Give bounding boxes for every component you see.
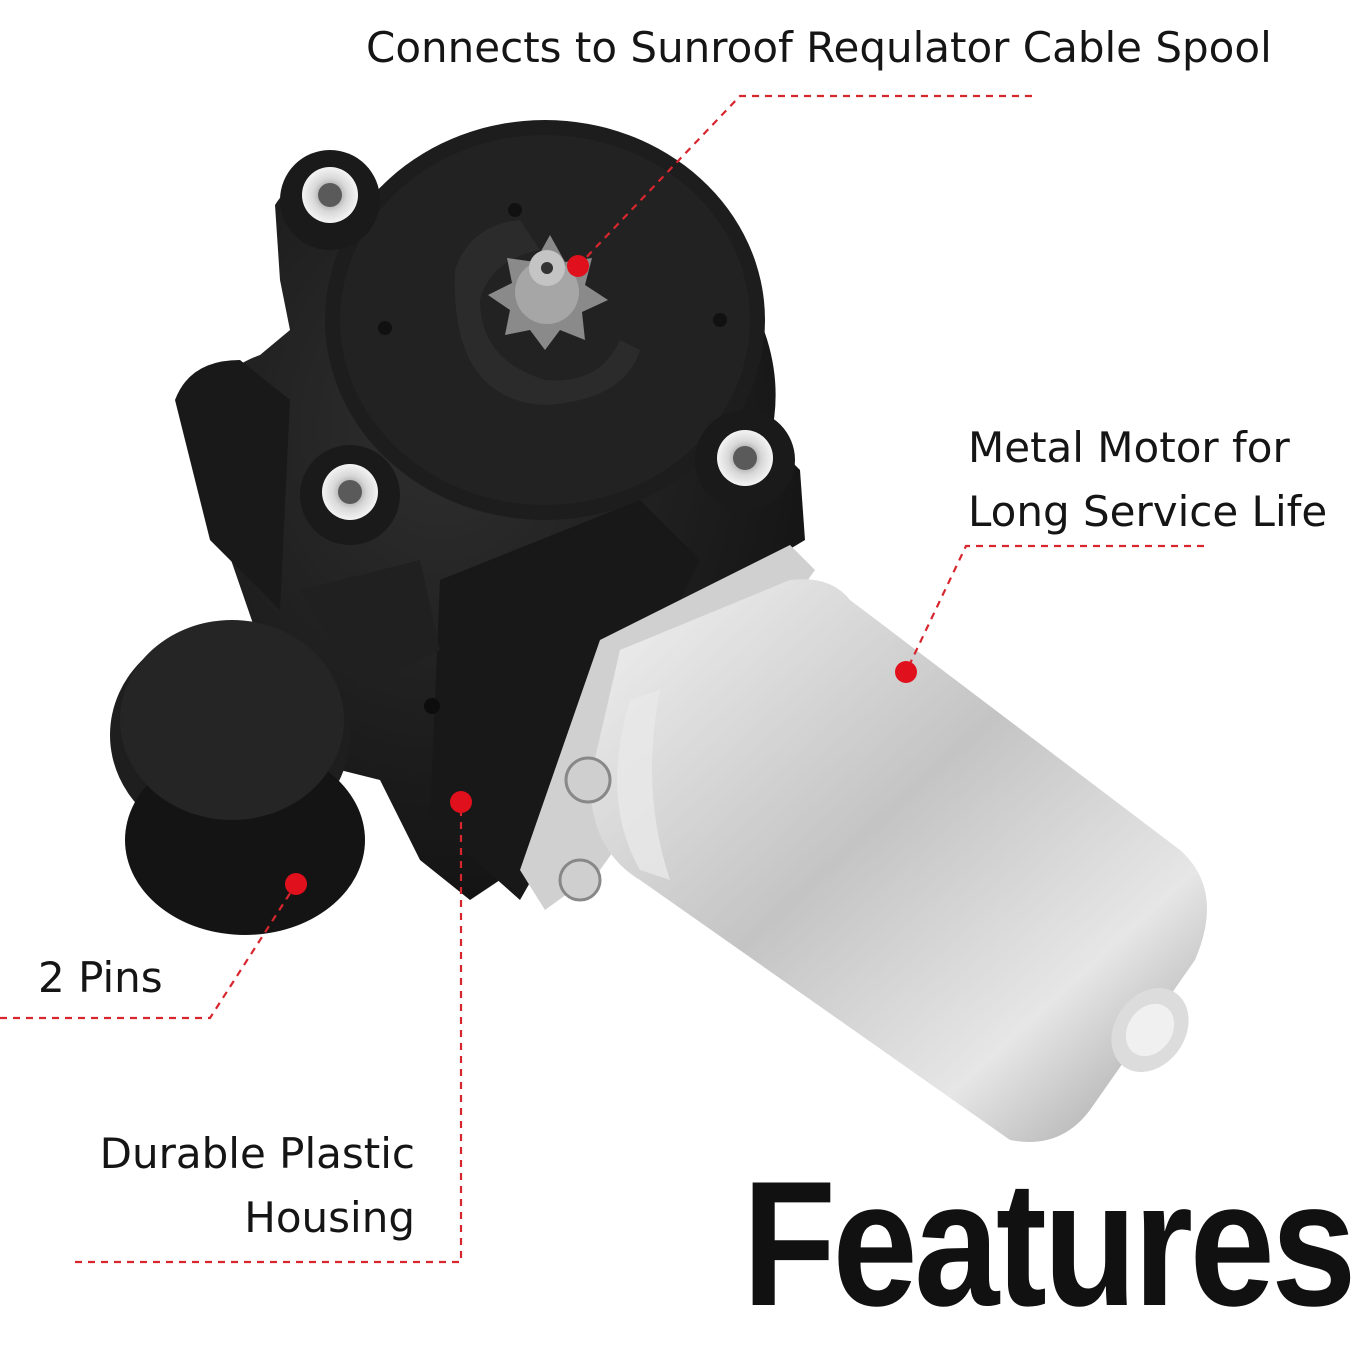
motor-callout-line2: Long Service Life (968, 487, 1328, 536)
spool-callout: Connects to Sunroof Requlator Cable Spoo… (366, 23, 1272, 72)
motor-marker (895, 661, 917, 683)
housing-leader-line (75, 802, 463, 1264)
callout-markers (285, 255, 917, 895)
pins-marker (285, 873, 307, 895)
spool-marker (567, 255, 589, 277)
mounting-bushings (280, 150, 795, 545)
features-heading: Features (742, 1144, 1356, 1343)
housing-marker (450, 791, 472, 813)
pins-callout: 2 Pins (38, 953, 163, 1002)
motor-leader-line (905, 544, 1204, 673)
leader-lines (0, 94, 1204, 1264)
housing-callout-line2: Housing (244, 1193, 415, 1242)
pins-leader-line (0, 883, 297, 1020)
housing-callout-line1: Durable Plastic (99, 1129, 415, 1178)
plastic-housing (110, 120, 805, 935)
metal-motor (520, 545, 1207, 1142)
motor-callout-line1: Metal Motor for (968, 423, 1290, 472)
spool-leader-line (577, 94, 1032, 267)
